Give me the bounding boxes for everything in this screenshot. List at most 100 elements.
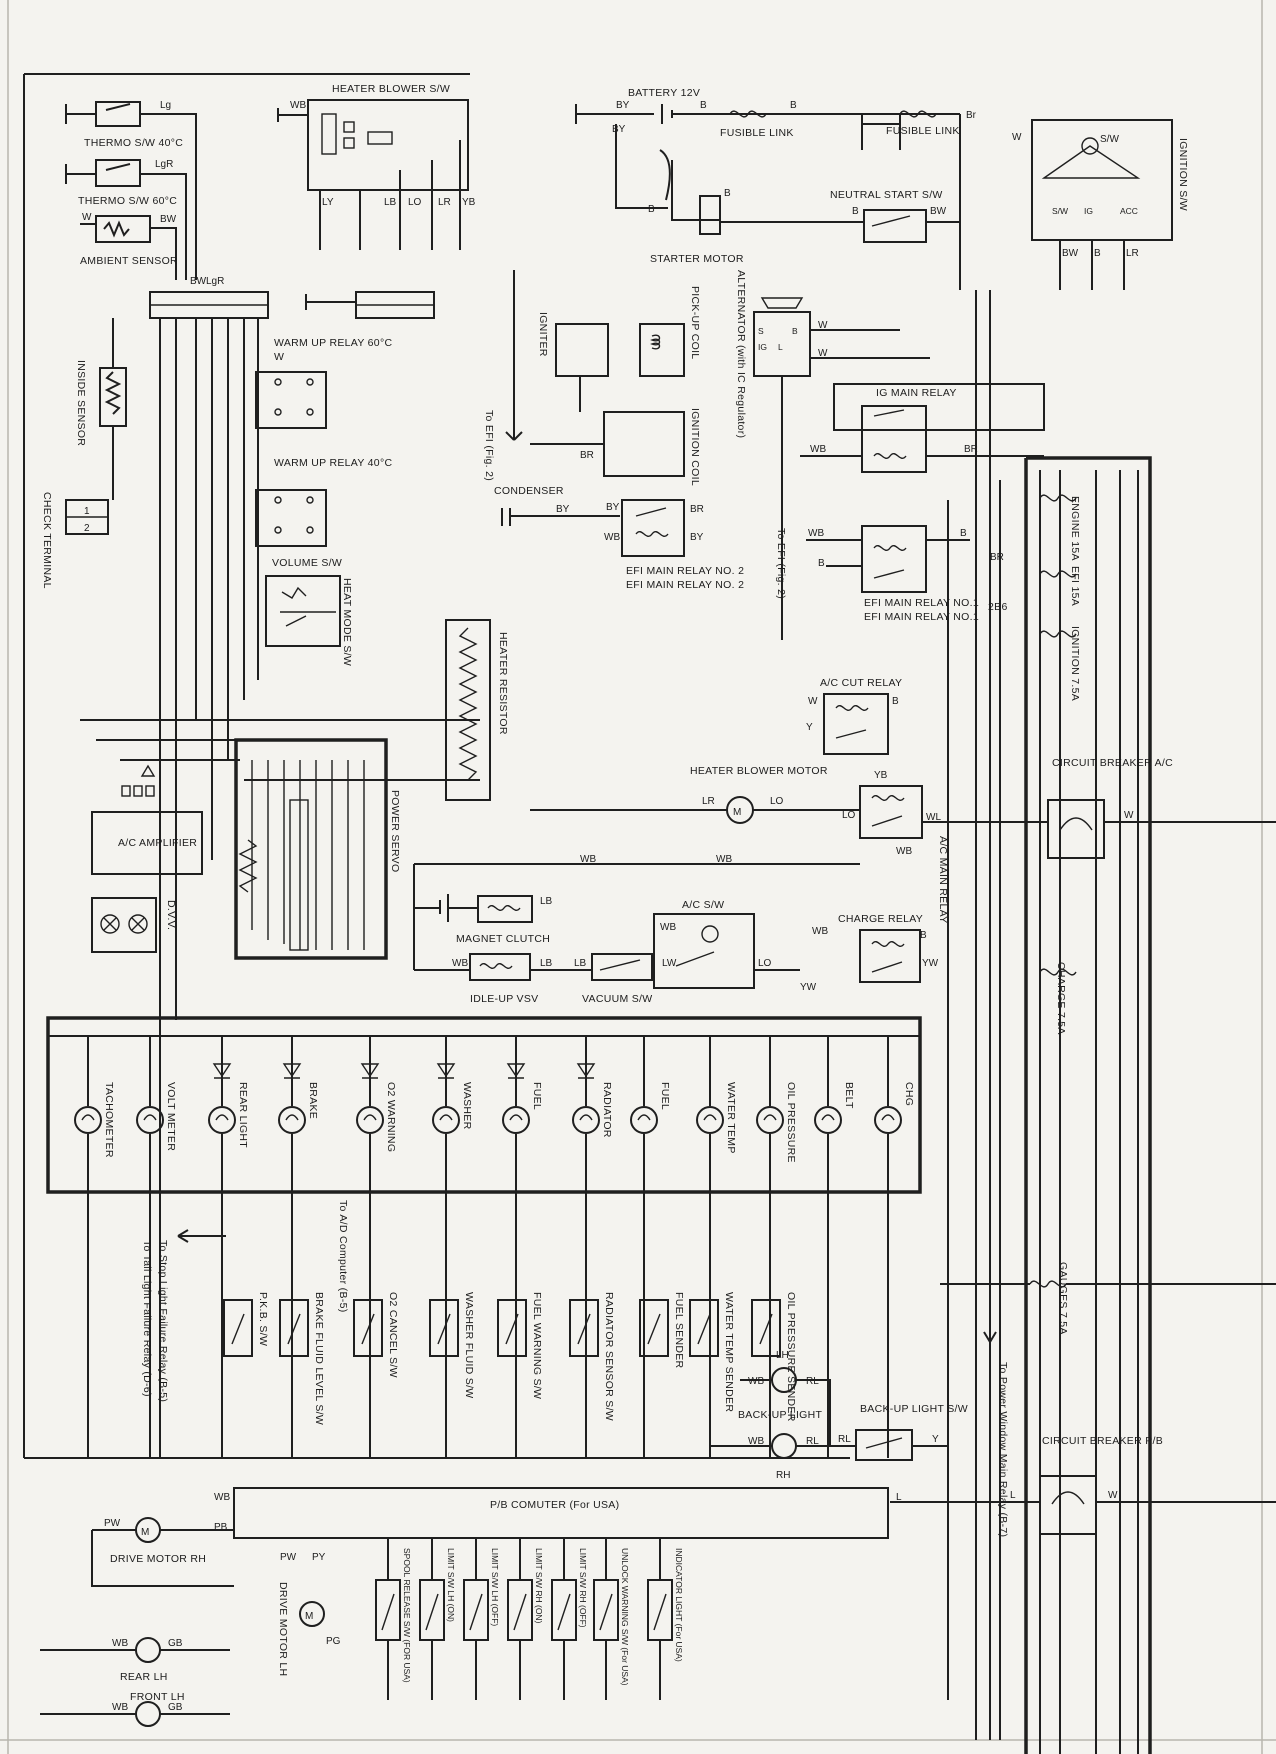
pb-switch-4: LIMIT S/W RH (OFF) [551, 1538, 588, 1700]
gauge-0: TACHOMETER [74, 1036, 115, 1458]
gauge-7: RADIATOR [572, 1036, 613, 1458]
svg-text:W: W [274, 351, 284, 363]
svg-text:WB: WB [290, 100, 306, 111]
ac-control-wiring [413, 863, 860, 971]
svg-text:IGNITION S/W: IGNITION S/W [1177, 138, 1189, 211]
sender-5: RADIATOR SENSOR S/W [569, 1292, 615, 1421]
svg-text:W: W [82, 212, 92, 223]
svg-text:LR: LR [438, 197, 451, 208]
svg-text:WB: WB [896, 846, 912, 857]
svg-text:NEUTRAL START S/W: NEUTRAL START S/W [830, 189, 943, 201]
pb-switch-label-5: UNLOCK WARNING S/W (For USA) [620, 1548, 630, 1686]
svg-text:BY: BY [556, 504, 570, 515]
svg-text:L: L [778, 342, 783, 352]
svg-text:BR: BR [964, 444, 978, 455]
svg-text:Lg: Lg [160, 100, 171, 111]
gauge-label-10: OIL PRESSURE [785, 1082, 797, 1163]
svg-text:B: B [1094, 248, 1101, 259]
svg-text:BW: BW [1062, 248, 1079, 259]
gauge-label-6: FUEL [531, 1082, 543, 1110]
svg-text:WB: WB [214, 1492, 230, 1503]
svg-text:PW: PW [104, 1518, 121, 1529]
svg-text:PG: PG [326, 1636, 341, 1647]
svg-text:EFI MAIN RELAY NO. 2: EFI MAIN RELAY NO. 2 [626, 565, 744, 577]
svg-text:CHARGE 7.5A: CHARGE 7.5A [1055, 962, 1067, 1035]
to-ad-computer: To A/D Computer (B-5) [337, 1200, 349, 1313]
svg-text:BACK-UP LIGHT S/W: BACK-UP LIGHT S/W [860, 1403, 968, 1415]
svg-text:POWER SERVO: POWER SERVO [389, 790, 401, 872]
pb-computer: P/B COMUTER (For USA) WB PB L [214, 1487, 902, 1539]
svg-text:S: S [758, 326, 764, 336]
gauge-label-0: TACHOMETER [103, 1082, 115, 1158]
svg-text:YW: YW [800, 982, 817, 993]
svg-text:B: B [920, 930, 927, 941]
pb-switch-label-1: LIMIT S/W LH (ON) [446, 1548, 456, 1622]
svg-text:AMBIENT SENSOR: AMBIENT SENSOR [80, 255, 178, 267]
svg-text:WB: WB [808, 528, 824, 539]
svg-text:WARM UP RELAY 60°C: WARM UP RELAY 60°C [274, 337, 392, 349]
gauge-10: OIL PRESSURE [756, 1036, 797, 1458]
svg-text:To EFI (Fig. 2): To EFI (Fig. 2) [483, 410, 495, 481]
magnet-clutch: LB MAGNET CLUTCH [439, 894, 553, 945]
ig-main-relay: IG MAIN RELAY WB BR [800, 383, 1045, 473]
sender-label-3: WASHER FLUID S/W [463, 1292, 475, 1399]
svg-text:REAR LH: REAR LH [120, 1671, 168, 1683]
charge-relay: CHARGE RELAY WB B YW YW [800, 913, 939, 993]
svg-text:IGNITER: IGNITER [537, 312, 549, 357]
svg-text:LR: LR [1126, 248, 1139, 259]
svg-text:LB: LB [540, 958, 553, 969]
svg-text:2: 2 [84, 523, 90, 534]
idle-up-vsv: WB LB IDLE-UP VSV [452, 953, 553, 1005]
sender-4: FUEL WARNING S/W [497, 1292, 543, 1399]
circuit-breaker-ac: CIRCUIT BREAKER A/C W [922, 757, 1276, 859]
svg-text:YB: YB [874, 770, 888, 781]
svg-text:B: B [648, 204, 655, 215]
svg-text:WB: WB [812, 926, 828, 937]
svg-text:BY: BY [616, 100, 630, 111]
pb-switch-label-4: LIMIT S/W RH (OFF) [578, 1548, 588, 1628]
sender-3: WASHER FLUID S/W [429, 1292, 475, 1399]
check-terminal: 1 2 CHECK TERMINAL [41, 492, 109, 589]
svg-text:PY: PY [312, 1552, 326, 1563]
svg-text:BR: BR [690, 504, 704, 515]
svg-text:RL: RL [838, 1434, 851, 1445]
svg-text:LR: LR [702, 796, 715, 807]
gauge-1: VOLT METER [136, 1036, 177, 1458]
svg-text:LO: LO [408, 197, 422, 208]
svg-text:FUSIBLE LINK: FUSIBLE LINK [886, 125, 960, 137]
svg-text:IG MAIN RELAY: IG MAIN RELAY [876, 387, 957, 399]
svg-text:B: B [792, 326, 798, 336]
svg-text:EFI 15A: EFI 15A [1069, 566, 1081, 606]
svg-text:ENGINE 15A: ENGINE 15A [1069, 496, 1081, 561]
svg-text:PW: PW [280, 1552, 297, 1563]
svg-text:WB: WB [604, 532, 620, 543]
svg-text:B: B [852, 206, 859, 217]
efi-main-relay-2: BY BR BY WB EFI MAIN RELAY NO. 2 EFI MAI… [604, 499, 744, 591]
svg-text:FRONT LH: FRONT LH [130, 1691, 185, 1703]
drive-motor-lh: M DRIVE MOTOR LH PW PY PG [277, 1552, 341, 1676]
heater-blower-switch: HEATER BLOWER S/W WB LY LB LO LR YB [277, 83, 476, 250]
svg-text:BACK-UP LIGHT: BACK-UP LIGHT [738, 1409, 823, 1421]
center-right-trunk [947, 290, 1001, 1740]
ignition-switch: S/W S/W IG ACC W IGNITION S/W BW B LR [959, 114, 1189, 290]
svg-text:HEATER BLOWER S/W: HEATER BLOWER S/W [332, 83, 450, 95]
svg-text:LgR: LgR [155, 159, 173, 170]
svg-text:W: W [1108, 1490, 1118, 1501]
svg-text:BY: BY [690, 532, 704, 543]
pick-up-coil: PICK-UP COIL [639, 286, 701, 377]
sender-label-8: OIL PRESSURE SENDER [785, 1292, 797, 1422]
gauge-label-5: WASHER [461, 1082, 473, 1130]
efi-main-relay-1: WB B B EFI MAIN RELAY NO.1 EFI MAIN RELA… [775, 525, 1004, 623]
svg-text:LB: LB [574, 958, 587, 969]
gauge-9: WATER TEMP [696, 1036, 737, 1458]
svg-text:LO: LO [770, 796, 784, 807]
igniter: IGNITER [537, 312, 609, 377]
volume-switch: VOLUME S/W HEAT MODE S/W [265, 557, 353, 666]
svg-text:GB: GB [168, 1638, 183, 1649]
svg-text:M: M [141, 1527, 149, 1538]
sender-label-7: WATER TEMP SENDER [723, 1292, 735, 1412]
svg-text:W: W [1012, 132, 1022, 143]
to-stop-light-failure-relay: To Stop Light Failure Relay (B-5) To Tai… [141, 1229, 226, 1402]
heater-blower-motor: HEATER BLOWER MOTOR M LR LO [530, 765, 860, 824]
svg-text:CHECK TERMINAL: CHECK TERMINAL [41, 492, 53, 589]
